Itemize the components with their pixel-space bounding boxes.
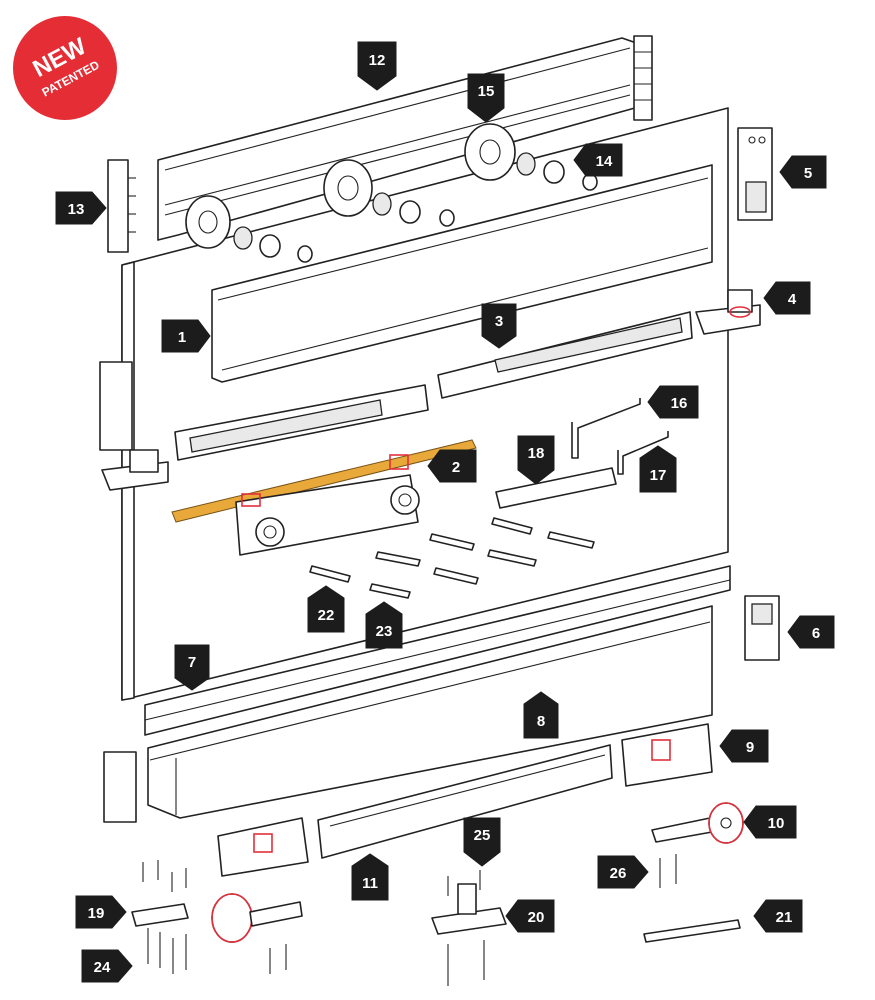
spacer xyxy=(259,234,281,258)
svg-text:13: 13 xyxy=(68,201,85,218)
callout-21: 21 xyxy=(753,899,803,933)
callout-6: 6 xyxy=(787,615,835,649)
part-4-bracket xyxy=(695,289,761,335)
badge-circle xyxy=(13,16,117,120)
svg-text:18: 18 xyxy=(528,445,545,462)
svg-text:4: 4 xyxy=(788,291,797,308)
svg-text:5: 5 xyxy=(804,165,812,182)
callout-12: 12 xyxy=(357,41,397,91)
spacer xyxy=(439,209,455,227)
svg-text:10: 10 xyxy=(768,815,785,832)
part-19-wheel-bracket xyxy=(131,893,303,943)
svg-text:25: 25 xyxy=(474,827,491,844)
svg-text:14: 14 xyxy=(596,153,613,170)
pulley-large-1 xyxy=(185,195,231,249)
part-5-end-cap xyxy=(737,127,773,221)
callout-15: 15 xyxy=(467,73,505,123)
damper-block-left xyxy=(217,817,309,877)
callouts: 1 2 3 4 5 6 7 xyxy=(55,41,835,983)
part-11-lower-rail xyxy=(317,744,613,859)
spacer xyxy=(372,192,392,216)
callout-13: 13 xyxy=(55,191,107,225)
part-1-rail xyxy=(211,164,713,383)
part-3-soft-close xyxy=(437,311,693,399)
part-8-track xyxy=(103,605,713,823)
callout-1: 1 xyxy=(161,319,211,353)
spacer xyxy=(399,200,421,224)
svg-text:20: 20 xyxy=(528,909,545,926)
callout-16: 16 xyxy=(647,385,699,419)
svg-text:26: 26 xyxy=(610,865,627,882)
svg-text:17: 17 xyxy=(650,467,667,484)
callout-8: 8 xyxy=(523,691,559,739)
spacer xyxy=(233,226,253,250)
part-13-end-cap xyxy=(107,159,136,253)
spacer xyxy=(543,160,565,184)
svg-text:1: 1 xyxy=(178,329,186,346)
svg-text:16: 16 xyxy=(671,395,688,412)
svg-text:12: 12 xyxy=(369,52,386,69)
svg-text:7: 7 xyxy=(188,654,196,671)
pulley-large-3 xyxy=(464,123,516,181)
track-end-cap xyxy=(103,751,137,823)
rail-body xyxy=(211,164,713,383)
part-21-strip xyxy=(643,919,741,943)
svg-text:19: 19 xyxy=(88,905,105,922)
callout-19: 19 xyxy=(75,895,127,929)
part-17-hex-key xyxy=(617,431,669,475)
top-profile-end xyxy=(633,35,653,121)
callout-17: 17 xyxy=(639,445,677,493)
small-screws xyxy=(142,854,677,986)
part-9-damper xyxy=(621,723,713,787)
part-20-floor-guide xyxy=(431,883,507,935)
svg-text:2: 2 xyxy=(452,459,460,476)
callout-7: 7 xyxy=(174,644,210,691)
part-6-end-cap xyxy=(744,595,780,661)
svg-text:21: 21 xyxy=(776,909,793,926)
part-15-pulleys xyxy=(185,123,516,249)
svg-text:3: 3 xyxy=(495,313,503,330)
pulley-large-2 xyxy=(323,159,373,217)
door-edge-insert xyxy=(99,361,133,451)
bracket-left xyxy=(101,449,169,491)
part-2-carriage xyxy=(171,439,477,556)
track-body xyxy=(147,605,713,819)
callout-3: 3 xyxy=(481,303,517,349)
callout-20: 20 xyxy=(505,899,555,933)
svg-text:24: 24 xyxy=(94,959,111,976)
svg-text:11: 11 xyxy=(362,875,378,892)
spacer xyxy=(516,152,536,176)
part-16-hex-key xyxy=(571,398,641,459)
part-10-guide-wheel xyxy=(651,802,744,844)
part-14-spacers xyxy=(233,152,598,263)
svg-text:6: 6 xyxy=(812,625,820,642)
part-7-lower-profile xyxy=(144,565,731,736)
svg-text:9: 9 xyxy=(746,739,754,756)
callout-25: 25 xyxy=(463,817,501,867)
part-12-top-profile xyxy=(157,35,653,241)
callout-22: 22 xyxy=(307,585,345,633)
callout-18: 18 xyxy=(517,435,555,485)
callout-26: 26 xyxy=(597,855,649,889)
callout-5: 5 xyxy=(779,155,827,189)
callout-4: 4 xyxy=(763,281,811,315)
svg-text:8: 8 xyxy=(537,713,545,730)
callout-2: 2 xyxy=(427,449,477,483)
spacer xyxy=(297,245,313,263)
svg-text:15: 15 xyxy=(478,83,495,100)
svg-text:23: 23 xyxy=(376,623,393,640)
part-18-spanner xyxy=(495,467,617,509)
callout-14: 14 xyxy=(573,143,623,177)
callout-10: 10 xyxy=(743,805,797,839)
callout-9: 9 xyxy=(719,729,769,763)
part-3b-soft-close-left xyxy=(174,384,429,461)
callout-11: 11 xyxy=(351,853,389,901)
part-22-23-screws xyxy=(309,517,595,599)
new-patented-badge: NEW PATENTED xyxy=(13,16,117,120)
callout-23: 23 xyxy=(365,601,403,649)
callout-24: 24 xyxy=(81,949,133,983)
svg-text:22: 22 xyxy=(318,607,335,624)
